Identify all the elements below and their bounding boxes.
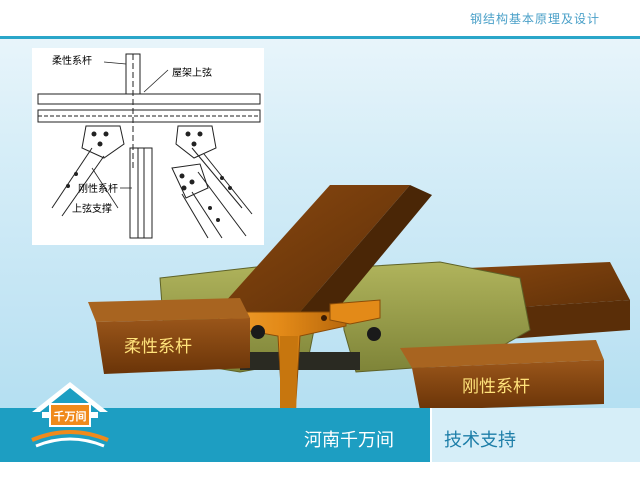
label-top-chord-brace: 上弦支撑: [72, 202, 112, 215]
header-title: 钢结构基本原理及设计: [469, 12, 600, 26]
label-top-chord: 屋架上弦: [172, 66, 212, 79]
label-flexible-tie: 柔性系杆: [52, 54, 92, 67]
header-divider: [0, 36, 640, 39]
house-logo-icon: 千万间: [31, 382, 109, 448]
footer-company: 河南千万间: [304, 430, 394, 451]
flexible-tie-label: 柔性系杆: [124, 337, 192, 357]
logo-text: 千万间: [54, 409, 87, 423]
rigid-tie-label: 刚性系杆: [462, 377, 530, 397]
footer-right-panel: [432, 408, 640, 462]
footer-divider: [430, 408, 432, 462]
bottom-strip: [0, 462, 640, 480]
label-rigid-tie: 刚性系杆: [78, 182, 118, 195]
technical-drawing: 柔性系杆 屋架上弦 刚性系杆 上弦支撑: [32, 48, 264, 245]
company-logo: 千万间: [28, 378, 112, 452]
footer-support: 技术支持: [444, 430, 516, 451]
header-bar: 钢结构基本原理及设计: [0, 0, 640, 36]
drawing-figure: 柔性系杆 屋架上弦 刚性系杆 上弦支撑: [37, 53, 261, 239]
